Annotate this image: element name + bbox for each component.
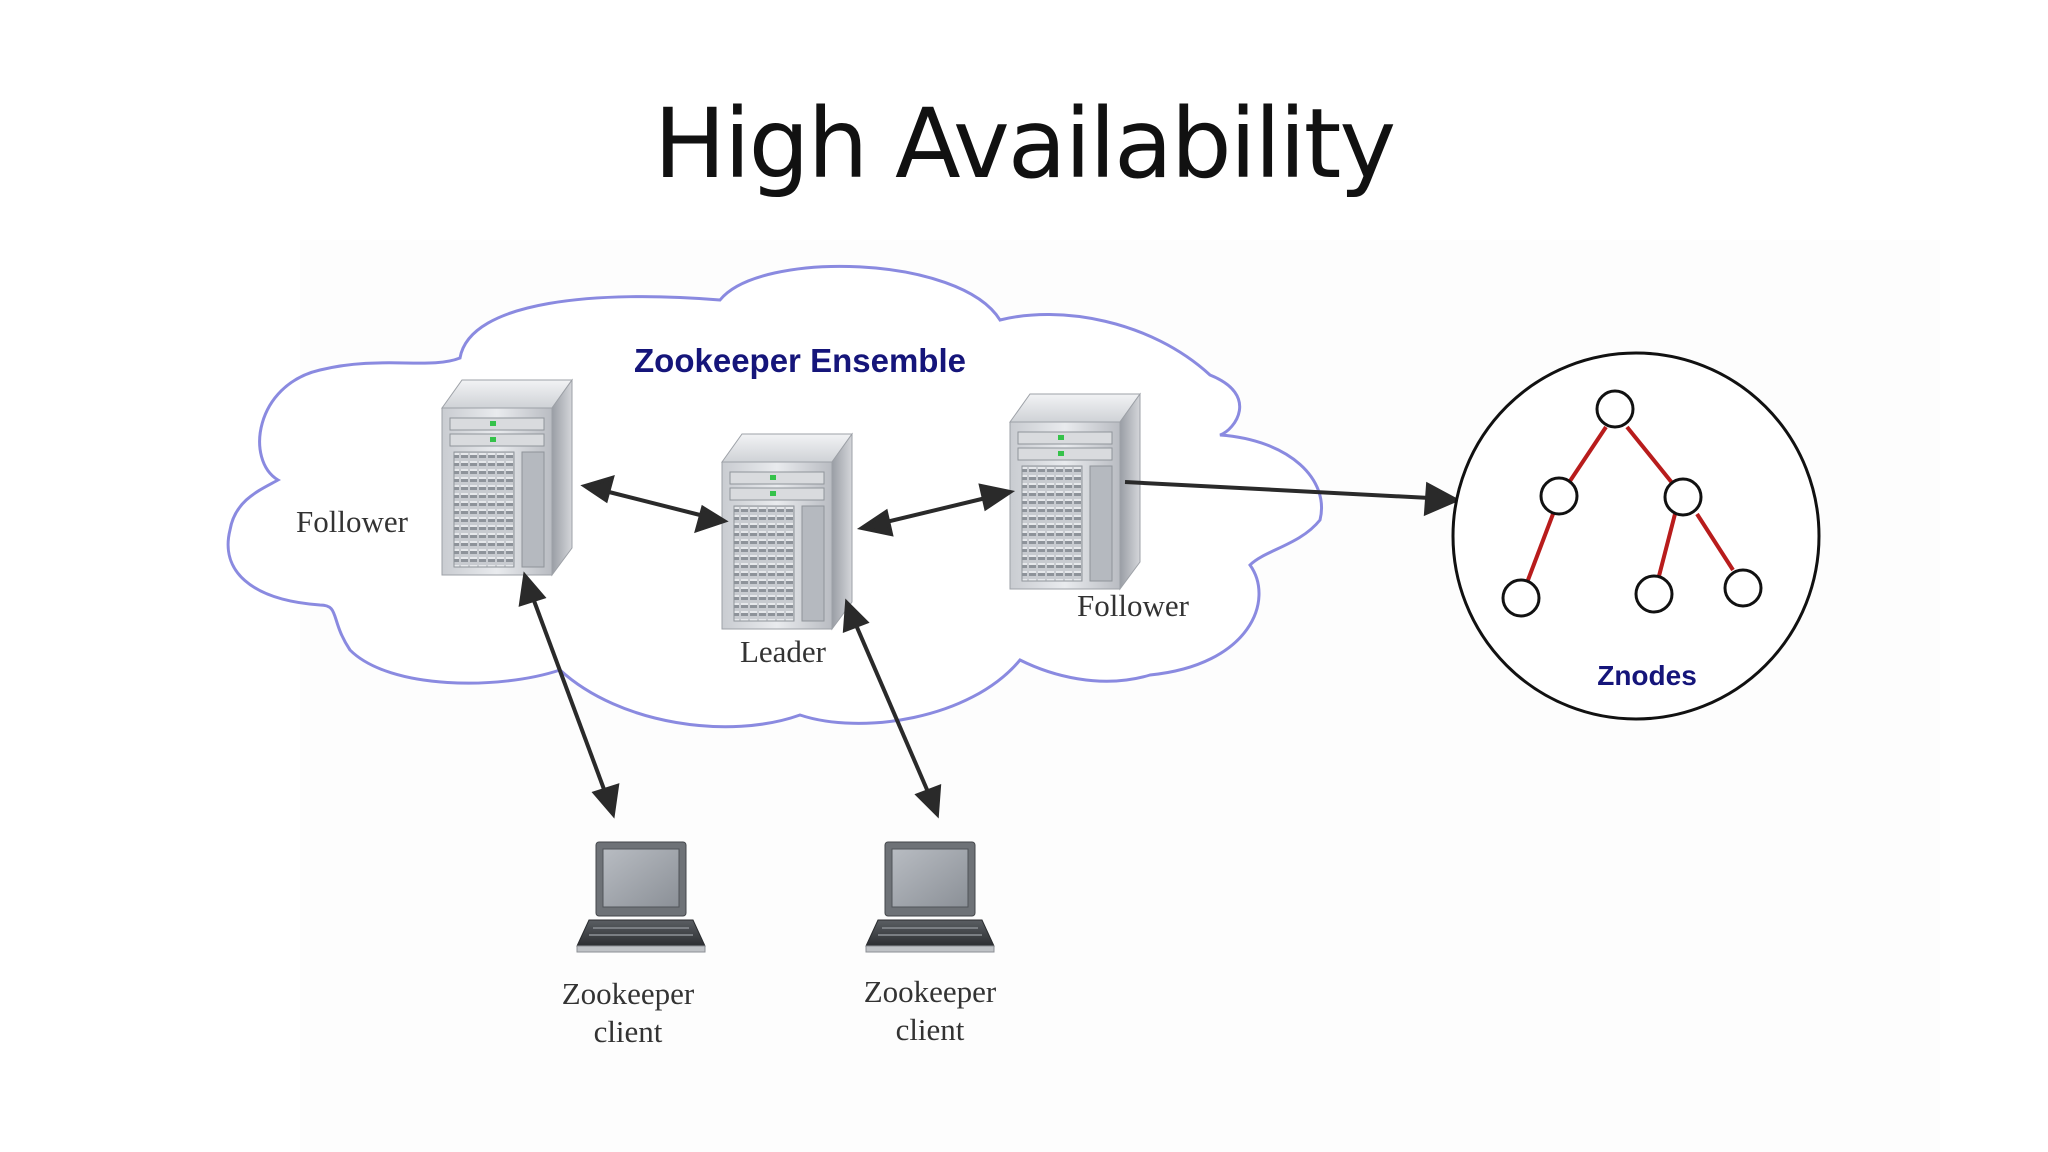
leader-server [721,432,853,631]
znode-edge [1625,425,1675,486]
client-left-label-line1: Zookeeper [562,976,695,1011]
client-laptop-right [865,841,995,953]
znode-child [1539,476,1579,516]
znode-edge [1566,425,1608,486]
arrow-follower-client-left [531,597,607,793]
client-left-label-line2: client [594,1014,663,1049]
znode-root [1595,389,1635,429]
znode-leaf [1723,568,1763,608]
follower-right-label: Follower [1077,588,1190,623]
znode-edge [1657,513,1677,577]
slide-title: High Availability [653,88,1396,200]
znode-leaf [1501,578,1541,618]
znode-leaf [1634,574,1674,614]
client-right-label-line2: client [896,1012,965,1047]
arrow-leader-follower [881,495,991,525]
arrow-follower-znodes [1124,480,1431,500]
follower-server-left [441,378,573,577]
client-right-label-line1: Zookeeper [864,974,997,1009]
connection-arrows [518,475,1461,819]
client-laptop-left [576,841,706,953]
znode-child [1663,477,1703,517]
znodes-circle [1451,351,1821,721]
follower-left-label: Follower [296,504,409,539]
znodes-tree [1501,389,1763,618]
znode-edge [1695,512,1735,572]
znode-edge [1526,513,1555,581]
ensemble-label: Zookeeper Ensemble [634,342,966,379]
znodes-label: Znodes [1597,660,1697,691]
follower-server-right [1009,392,1141,591]
leader-label: Leader [740,634,827,669]
arrow-leader-client-right [854,624,930,793]
arrow-follower-leader [604,489,705,518]
